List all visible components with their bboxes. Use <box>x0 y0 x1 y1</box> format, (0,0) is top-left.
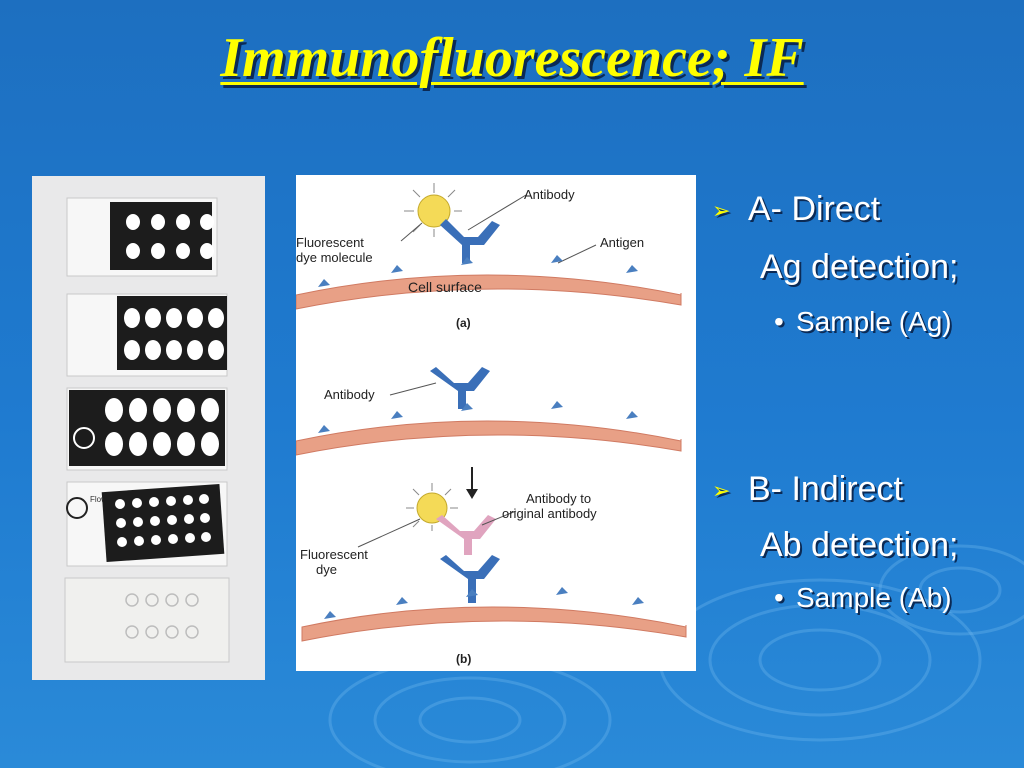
panel-b-top: Antibody <box>295 367 682 456</box>
antigens-b2 <box>324 587 644 619</box>
bullet-direct-sub: • Sample (Ag) <box>774 306 952 338</box>
secondary-antibody <box>436 515 496 555</box>
bullet-indirect-label: B- Indirect <box>748 470 903 508</box>
antigens-b1 <box>318 401 638 433</box>
bullet-indirect-sub: • Sample (Ab) <box>774 582 952 614</box>
bullet-direct-detail: Ag detection; <box>760 248 959 286</box>
fluorescent-dye-sun-icon <box>404 183 462 237</box>
fluorescent-dye-sun-icon-b <box>406 483 458 531</box>
bullet-indirect-sub-label: Sample (Ab) <box>796 582 952 613</box>
bullet-direct-sub-label: Sample (Ag) <box>796 306 952 337</box>
label-second-ab-1: Antibody to <box>526 491 591 506</box>
label-second-ab-2: original antibody <box>502 506 597 521</box>
dot-bullet-icon: • <box>774 582 784 613</box>
slide-2 <box>66 293 228 377</box>
dot-bullet-icon: • <box>774 306 784 337</box>
page-title: Immunofluorescence; IF <box>220 27 804 89</box>
bullet-indirect-detail: Ab detection; <box>760 526 959 564</box>
slide-3 <box>66 387 228 471</box>
label-fluorescent-b-1: Fluorescent <box>300 547 368 562</box>
bullet-indirect: ➢ B- Indirect <box>712 470 903 509</box>
caption-b: (b) <box>456 652 471 666</box>
label-antibody-a: Antibody <box>524 187 575 202</box>
label-fluorescent-a-1: Fluorescent <box>296 235 364 250</box>
panel-a: Antibody Fluorescent dye molecule Antige… <box>295 183 682 330</box>
primary-antibody-a <box>440 219 500 263</box>
slide-5 <box>64 577 230 663</box>
antigens-a <box>318 255 638 287</box>
primary-antibody-b1 <box>430 367 490 409</box>
cell-surface-b1 <box>295 420 682 456</box>
label-antigen: Antigen <box>600 235 644 250</box>
arrow-bullet-icon: ➢ <box>712 478 731 504</box>
caption-a: (a) <box>456 316 471 330</box>
arrow-bullet-icon: ➢ <box>712 198 731 224</box>
primary-antibody-b2 <box>440 555 500 603</box>
panel-b-bottom: Antibody to original antibody Fluorescen… <box>300 483 687 666</box>
cell-surface-b2 <box>301 606 687 642</box>
label-cell-surface: Cell surface <box>408 279 482 295</box>
bullet-direct-label: A- Direct <box>748 190 881 228</box>
slide-1 <box>66 197 218 277</box>
bullet-direct: ➢ A- Direct <box>712 190 880 229</box>
process-arrow-icon <box>466 467 478 499</box>
slide-4: Flow Labs <box>66 481 228 567</box>
cell-surface-a <box>295 274 682 310</box>
if-diagram: Antibody Fluorescent dye molecule Antige… <box>295 175 696 671</box>
slides-photo: Flow Labs <box>32 176 265 680</box>
label-fluorescent-b-2: dye <box>316 562 337 577</box>
label-antibody-b: Antibody <box>324 387 375 402</box>
label-fluorescent-a-2: dye molecule <box>296 250 373 265</box>
